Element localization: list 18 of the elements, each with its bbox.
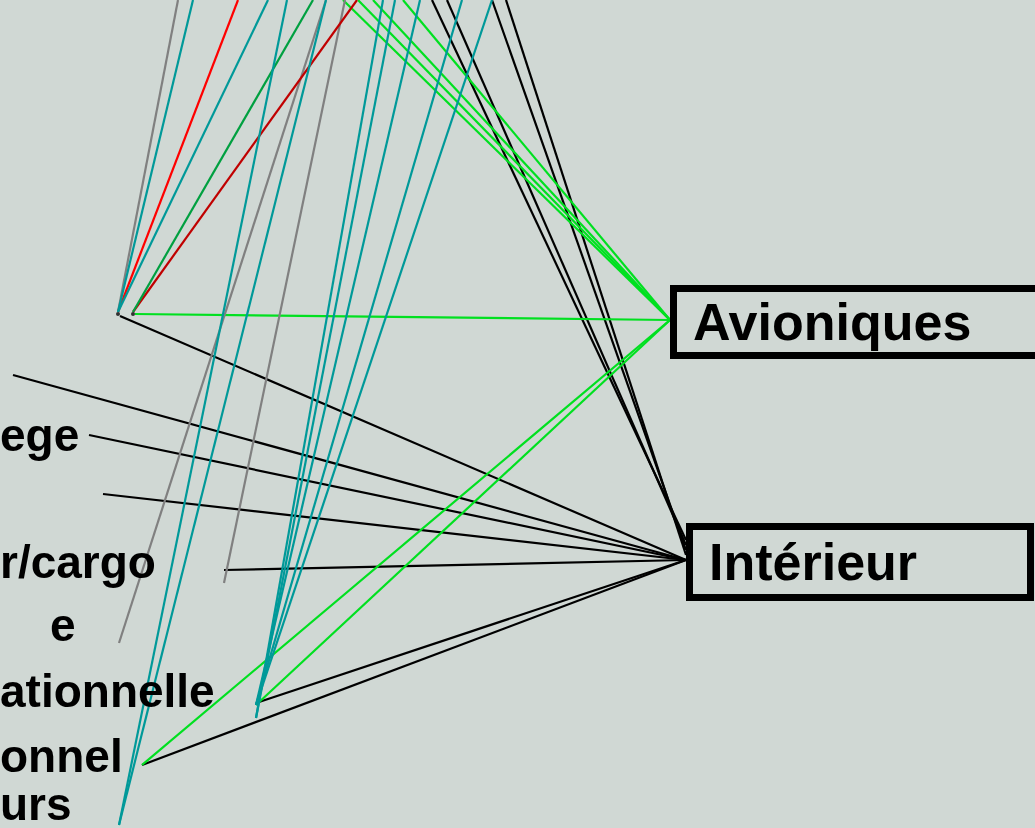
node-label: urs — [0, 781, 119, 828]
connector-line — [88, 433, 687, 562]
connector-line — [117, 0, 269, 313]
connector-line — [141, 558, 687, 767]
connector-line — [254, 0, 422, 706]
category-box: Intérieur — [686, 523, 1034, 601]
node-label: onnel — [0, 733, 142, 781]
connector-line — [222, 0, 347, 584]
node-label: r/cargo — [0, 539, 224, 589]
connector-line — [12, 373, 687, 562]
connector-line — [135, 312, 670, 322]
connector-line — [117, 0, 328, 826]
node-label: e — [50, 602, 119, 650]
connector-line — [132, 0, 314, 313]
connector-line — [116, 0, 195, 313]
category-box: Avioniques — [670, 285, 1035, 359]
node-label: ege — [0, 412, 89, 460]
connector-line — [141, 319, 671, 766]
